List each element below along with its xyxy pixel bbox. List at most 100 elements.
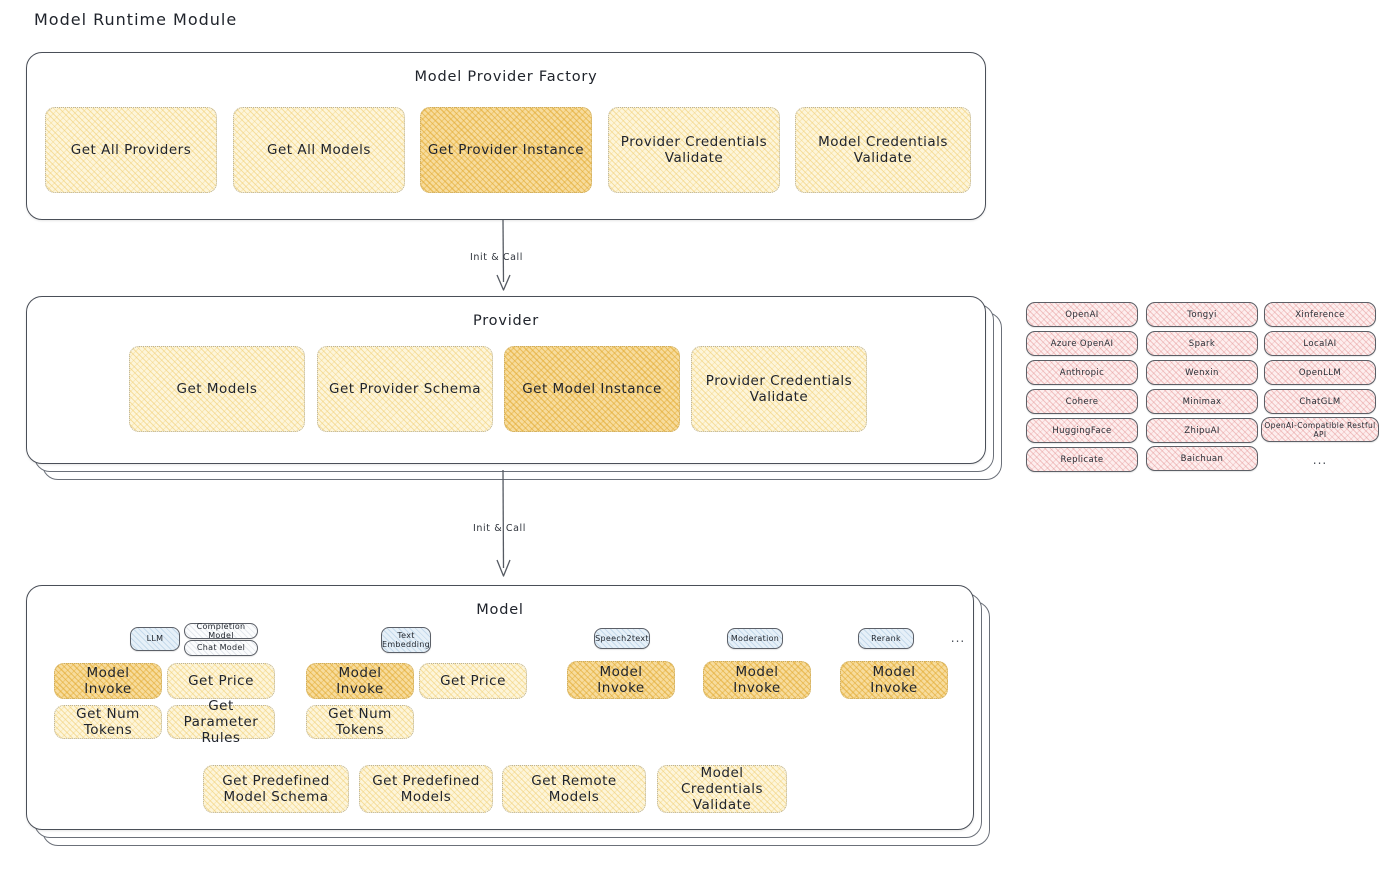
model-subtype-completion-model[interactable]: Completion Model xyxy=(184,621,258,640)
factory-item-label: Get All Providers xyxy=(70,141,192,158)
provider-pill-label: Azure OpenAI xyxy=(1050,338,1114,349)
method-label: Get Predefined Model Schema xyxy=(222,772,330,805)
provider-pill-label: Replicate xyxy=(1060,454,1104,465)
method-label: Model Invoke xyxy=(733,663,781,696)
provider-pill-label: ZhipuAI xyxy=(1184,425,1220,436)
method-label: Model Credentials Validate xyxy=(680,764,764,814)
method-label: Model Invoke xyxy=(336,664,384,697)
model-shared-method-get-predefined-model-schema[interactable]: Get Predefined Model Schema xyxy=(203,765,349,813)
method-label: Get Price xyxy=(188,672,254,689)
text-embedding-method-get-num-tokens[interactable]: Get Num Tokens xyxy=(306,705,414,739)
arrow-label: Init & Call xyxy=(470,252,523,263)
provider-pill-label: Baichuan xyxy=(1180,453,1224,464)
method-label: Model Invoke xyxy=(597,663,645,696)
method-label: Get Remote Models xyxy=(531,772,617,805)
method-label: Get Predefined Models xyxy=(372,772,480,805)
model-type-text-embedding[interactable]: Text Embedding xyxy=(381,627,431,653)
text-embedding-method-model-invoke[interactable]: Model Invoke xyxy=(306,663,414,699)
model-type-moderation[interactable]: Moderation xyxy=(727,628,783,649)
model-panel-title: Model xyxy=(476,602,524,618)
factory-item-get-provider-instance[interactable]: Get Provider Instance xyxy=(420,107,592,193)
provider-pill-label: ChatGLM xyxy=(1299,396,1341,407)
provider-pill-openllm[interactable]: OpenLLM xyxy=(1264,360,1376,385)
provider-pill-label: Anthropic xyxy=(1059,367,1105,378)
model-type-label: Text Embedding xyxy=(381,630,431,649)
provider-pill-minimax[interactable]: Minimax xyxy=(1146,389,1258,414)
model-subtype-label: Completion Model xyxy=(196,621,246,640)
llm-method-get-num-tokens[interactable]: Get Num Tokens xyxy=(54,705,162,739)
provider-pill-label: Wenxin xyxy=(1185,367,1219,378)
arrow-factory-to-provider: Init & Call xyxy=(470,219,590,300)
arrow-icon xyxy=(496,219,511,291)
model-subtype-chat-model[interactable]: Chat Model xyxy=(184,640,258,656)
method-label: Get Price xyxy=(440,672,506,689)
method-label: Model Invoke xyxy=(870,663,918,696)
method-label: Get Num Tokens xyxy=(76,705,140,738)
model-subtype-label: Chat Model xyxy=(196,643,246,653)
provider-pill-label: Tongyi xyxy=(1187,309,1217,320)
provider-pill-huggingface[interactable]: HuggingFace xyxy=(1026,418,1138,443)
model-type-label: LLM xyxy=(146,634,164,644)
page-title: Model Runtime Module xyxy=(34,10,238,29)
factory-item-get-all-providers[interactable]: Get All Providers xyxy=(45,107,217,193)
provider-pill-label: Xinference xyxy=(1295,309,1345,320)
llm-method-model-invoke[interactable]: Model Invoke xyxy=(54,663,162,699)
model-panel: Model xyxy=(26,585,974,830)
factory-panel-title: Model Provider Factory xyxy=(414,69,598,85)
provider-item-label: Get Model Instance xyxy=(522,380,662,397)
provider-item-get-provider-schema[interactable]: Get Provider Schema xyxy=(317,346,493,432)
rerank-method-model-invoke[interactable]: Model Invoke xyxy=(840,661,948,699)
model-shared-method-get-predefined-models[interactable]: Get Predefined Models xyxy=(359,765,493,813)
provider-pill-chatglm[interactable]: ChatGLM xyxy=(1264,389,1376,414)
provider-pill-anthropic[interactable]: Anthropic xyxy=(1026,360,1138,385)
model-type-llm[interactable]: LLM xyxy=(130,627,180,651)
method-label: Get Parameter Rules xyxy=(183,697,259,747)
provider-pill-tongyi[interactable]: Tongyi xyxy=(1146,302,1258,327)
factory-item-label: Get All Models xyxy=(267,141,371,158)
provider-pill-label: OpenAI xyxy=(1065,309,1099,320)
provider-panel-title: Provider xyxy=(472,313,540,329)
provider-pill-label: Minimax xyxy=(1182,396,1222,407)
arrow-label: Init & Call xyxy=(473,523,526,534)
provider-item-provider-credentials-validate[interactable]: Provider Credentials Validate xyxy=(691,346,867,432)
model-shared-method-get-remote-models[interactable]: Get Remote Models xyxy=(502,765,646,813)
provider-pill-azure-openai[interactable]: Azure OpenAI xyxy=(1026,331,1138,356)
model-type-label: Moderation xyxy=(730,633,780,643)
llm-method-get-price[interactable]: Get Price xyxy=(167,663,275,699)
provider-pill-spark[interactable]: Spark xyxy=(1146,331,1258,356)
provider-pill-zhipuai[interactable]: ZhipuAI xyxy=(1146,418,1258,443)
factory-item-label: Provider Credentials Validate xyxy=(620,133,768,166)
provider-pill-localai[interactable]: LocalAI xyxy=(1264,331,1376,356)
model-types-more-indicator: ... xyxy=(950,631,966,645)
moderation-method-model-invoke[interactable]: Model Invoke xyxy=(703,661,811,699)
factory-item-label: Get Provider Instance xyxy=(427,141,585,158)
factory-item-provider-credentials-validate[interactable]: Provider Credentials Validate xyxy=(608,107,780,193)
provider-item-get-models[interactable]: Get Models xyxy=(129,346,305,432)
provider-pill-cohere[interactable]: Cohere xyxy=(1026,389,1138,414)
provider-pill-openai[interactable]: OpenAI xyxy=(1026,302,1138,327)
text-embedding-method-get-price[interactable]: Get Price xyxy=(419,663,527,699)
provider-pill-replicate[interactable]: Replicate xyxy=(1026,447,1138,472)
provider-pill-xinference[interactable]: Xinference xyxy=(1264,302,1376,327)
provider-item-label: Get Provider Schema xyxy=(328,380,481,397)
provider-pill-label: Spark xyxy=(1188,338,1216,349)
provider-item-label: Get Models xyxy=(176,380,258,397)
arrow-provider-to-model: Init & Call xyxy=(470,469,590,585)
provider-pill-label: Cohere xyxy=(1065,396,1099,407)
provider-pill-baichuan[interactable]: Baichuan xyxy=(1146,446,1258,471)
factory-item-model-credentials-validate[interactable]: Model Credentials Validate xyxy=(795,107,971,193)
speech2text-method-model-invoke[interactable]: Model Invoke xyxy=(567,661,675,699)
factory-item-get-all-models[interactable]: Get All Models xyxy=(233,107,405,193)
model-shared-method-model-credentials-validate[interactable]: Model Credentials Validate xyxy=(657,765,787,813)
provider-pill-wenxin[interactable]: Wenxin xyxy=(1146,360,1258,385)
provider-pill-label: LocalAI xyxy=(1303,338,1337,349)
model-type-label: Speech2text xyxy=(595,633,649,643)
model-type-speech2text[interactable]: Speech2text xyxy=(594,628,650,649)
model-type-rerank[interactable]: Rerank xyxy=(858,628,914,649)
provider-item-get-model-instance[interactable]: Get Model Instance xyxy=(504,346,680,432)
provider-item-label: Provider Credentials Validate xyxy=(705,372,853,405)
llm-method-get-parameter-rules[interactable]: Get Parameter Rules xyxy=(167,698,275,746)
provider-pill-label: HuggingFace xyxy=(1052,425,1112,436)
provider-pill-openai-compatible-restful-api[interactable]: OpenAI-Compatible Restful API xyxy=(1261,417,1379,442)
